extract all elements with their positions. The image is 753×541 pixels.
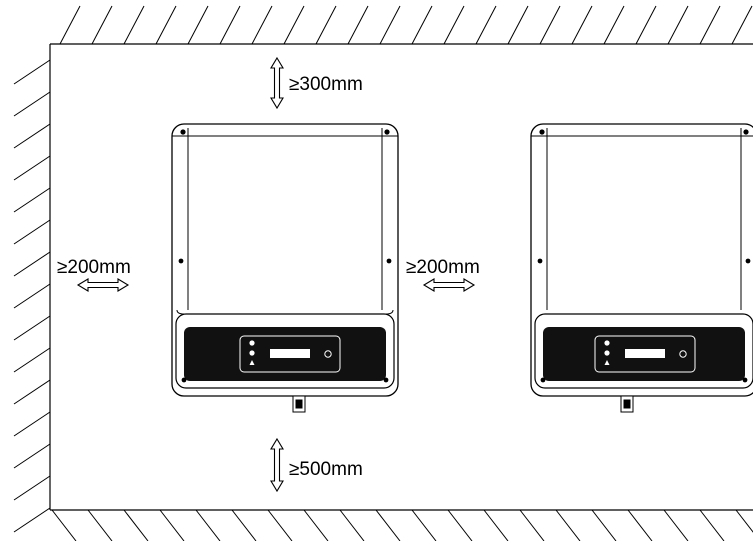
bottom-connector: [620, 395, 634, 413]
right-clearance-label: ≥200mm: [406, 257, 480, 278]
bottom-clearance-group: ≥500mm: [270, 437, 363, 493]
hatch-line: [571, 5, 593, 45]
hatch-line: [375, 509, 401, 541]
wall-hatching: [13, 5, 753, 541]
hatch-line: [13, 379, 51, 405]
hatch-line: [283, 5, 305, 45]
hatch-line: [155, 5, 177, 45]
bottom-connector: [292, 395, 306, 413]
inverter-unit-right: [530, 123, 753, 413]
left-clearance-group: ≥200mm: [57, 257, 131, 292]
wall-boundary: [49, 43, 753, 511]
hatch-line: [87, 509, 113, 541]
hatch-line: [379, 5, 401, 45]
double-arrow-horizontal-icon: [422, 278, 476, 292]
hatch-line: [159, 509, 185, 541]
hatch-line: [267, 509, 293, 541]
double-arrow-horizontal-icon: [76, 278, 130, 292]
left-hatch: [13, 59, 51, 533]
right-clearance-group: ≥200mm: [406, 257, 480, 292]
double-arrow-vertical-icon: [270, 437, 284, 493]
hatch-line: [443, 5, 465, 45]
hatch-line: [195, 509, 221, 541]
hatch-line: [591, 509, 617, 541]
hatch-line: [13, 251, 51, 277]
hatch-line: [219, 5, 241, 45]
inverter-unit-left: [171, 123, 399, 413]
hatch-line: [13, 283, 51, 309]
hatch-line: [411, 5, 433, 45]
hatch-line: [13, 475, 51, 501]
double-arrow-vertical-icon: [270, 56, 284, 110]
hatch-line: [667, 5, 689, 45]
top-clearance-group: ≥300mm: [270, 56, 363, 110]
hatch-line: [539, 5, 561, 45]
hatch-line: [231, 509, 257, 541]
hatch-line: [447, 509, 473, 541]
hatch-line: [347, 5, 369, 45]
display-module: [239, 335, 341, 373]
hatch-line: [13, 219, 51, 245]
hatch-line: [519, 509, 545, 541]
hatch-line: [555, 509, 581, 541]
hatch-line: [731, 5, 753, 45]
bottom-hatch: [51, 509, 753, 541]
hatch-line: [187, 5, 209, 45]
hatch-line: [13, 155, 51, 181]
hatch-line: [627, 509, 653, 541]
hatch-line: [475, 5, 497, 45]
hatch-line: [13, 315, 51, 341]
hatch-line: [699, 5, 721, 45]
hatch-line: [339, 509, 365, 541]
hatch-line: [123, 5, 145, 45]
display-module: [594, 335, 696, 373]
hatch-line: [411, 509, 437, 541]
hatch-line: [91, 5, 113, 45]
hatch-line: [13, 187, 51, 213]
hatch-line: [13, 411, 51, 437]
hatch-line: [483, 509, 509, 541]
hatch-line: [251, 5, 273, 45]
hatch-line: [635, 5, 657, 45]
hatch-line: [735, 509, 753, 533]
bottom-clearance-label: ≥500mm: [289, 459, 363, 480]
hatch-line: [303, 509, 329, 541]
hatch-line: [507, 5, 529, 45]
top-hatch: [59, 5, 753, 45]
top-clearance-label: ≥300mm: [289, 74, 363, 95]
hatch-line: [315, 5, 337, 45]
left-clearance-label: ≥200mm: [57, 257, 131, 278]
hatch-line: [51, 509, 77, 541]
hatch-line: [13, 91, 51, 117]
hatch-line: [123, 509, 149, 541]
hatch-line: [13, 507, 51, 533]
hatch-line: [13, 123, 51, 149]
hatch-line: [13, 347, 51, 373]
hatch-line: [663, 509, 689, 541]
hatch-line: [13, 59, 51, 85]
hatch-line: [59, 5, 81, 45]
hatch-line: [13, 443, 51, 469]
hatch-line: [603, 5, 625, 45]
hatch-line: [699, 509, 725, 541]
